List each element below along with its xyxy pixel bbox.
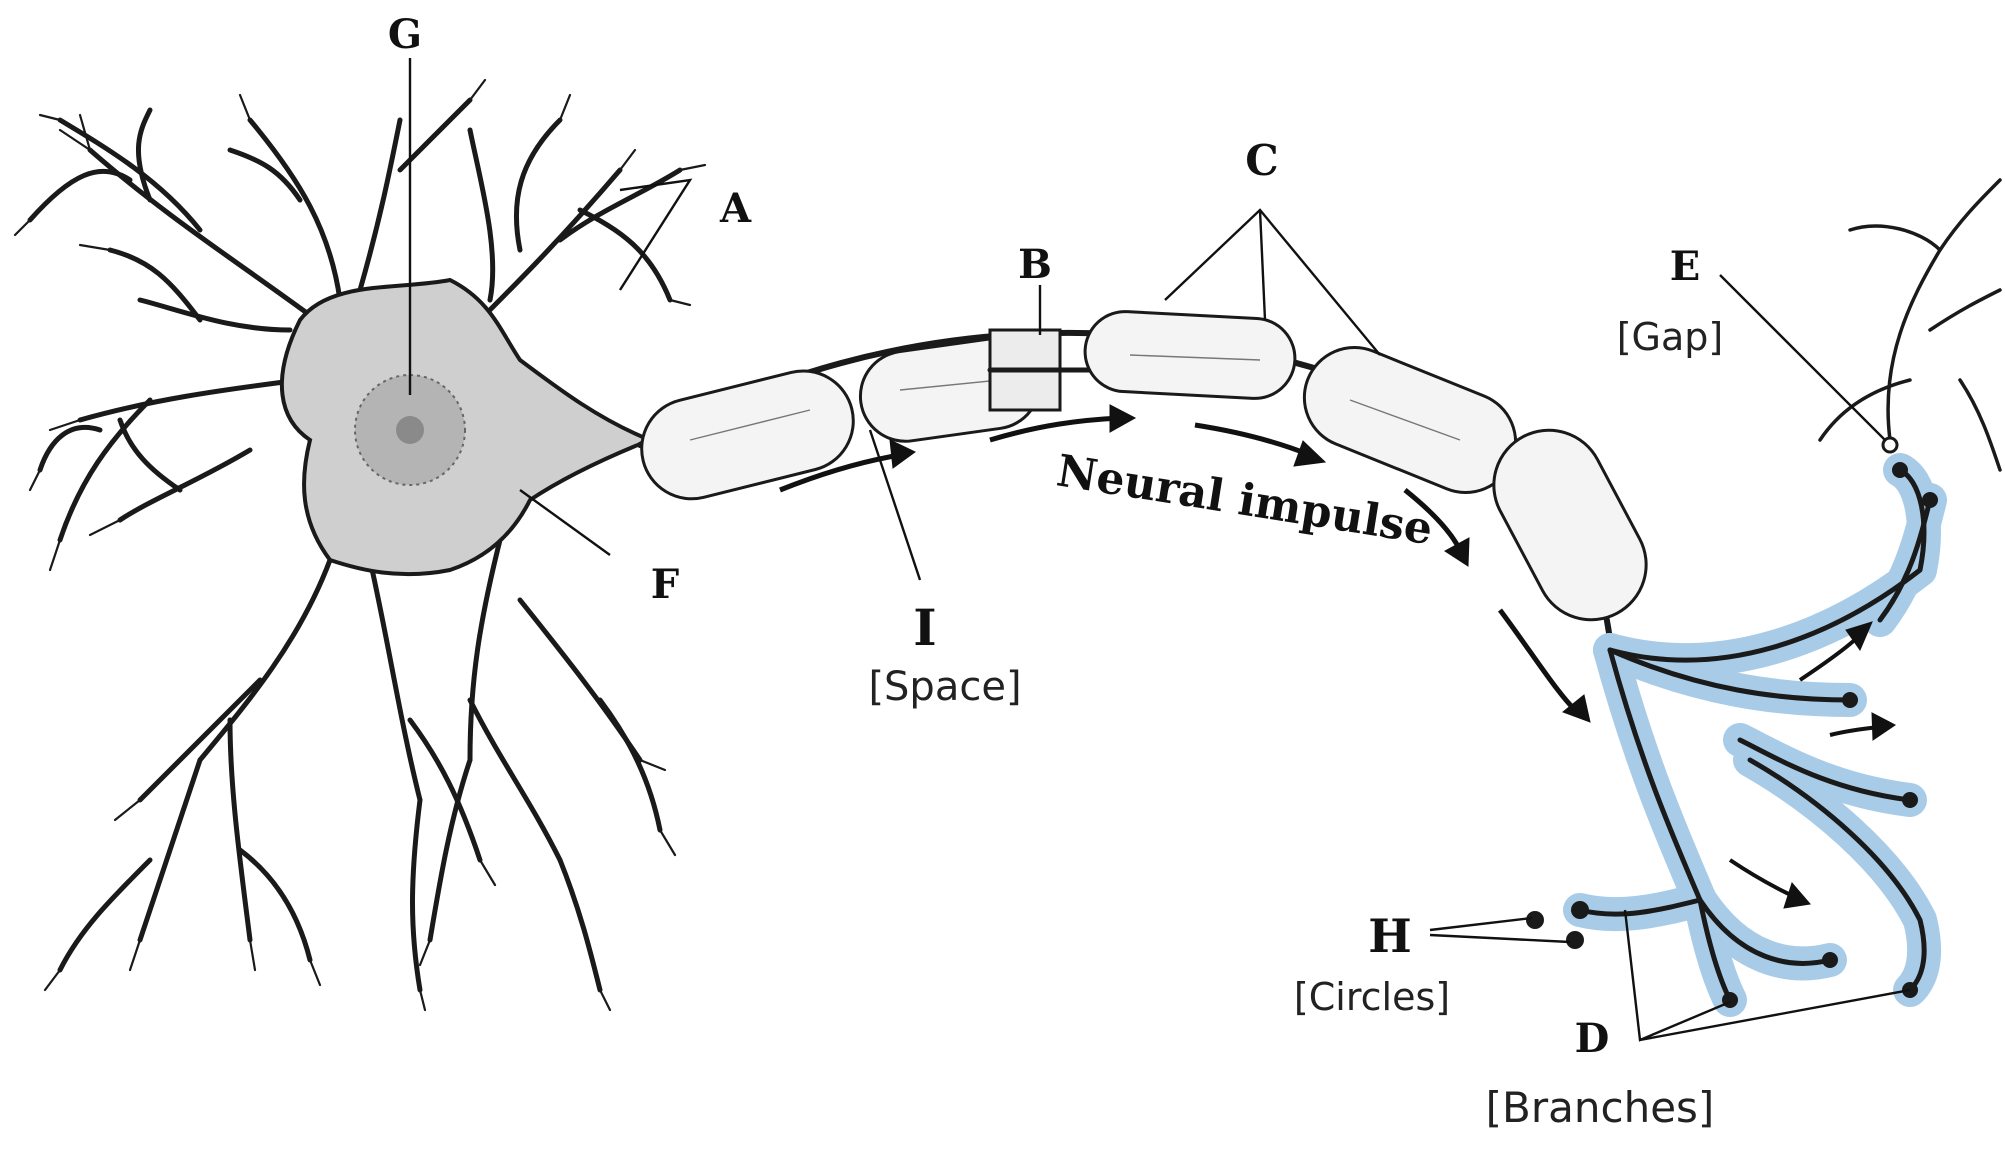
impulse-arrows <box>779 404 1896 909</box>
leader-h-bottom <box>1429 933 1571 944</box>
arrow-head <box>1871 712 1896 741</box>
synaptic-knob <box>1842 692 1858 708</box>
leader-lines <box>408 58 1911 1042</box>
label-g: G <box>388 11 422 58</box>
synaptic-knob <box>1892 462 1908 478</box>
synaptic-knobs <box>1526 462 1938 1008</box>
myelin-segment-1 <box>640 369 855 501</box>
leader-f <box>519 489 611 556</box>
arrow-head <box>889 439 916 469</box>
arrow-head <box>1845 621 1873 652</box>
label-h: H <box>1368 909 1411 963</box>
leader-a <box>618 178 693 291</box>
arrow-head <box>1293 440 1327 467</box>
leader-h-top <box>1429 916 1533 932</box>
leader-i <box>868 429 922 581</box>
label-e: E <box>1670 243 1701 290</box>
label-d: D <box>1575 1015 1610 1062</box>
space-note: [Space] <box>868 664 1021 710</box>
myelin-stripe-3 <box>1129 354 1261 361</box>
synaptic-knob <box>1902 792 1918 808</box>
branches-note: [Branches] <box>1486 1083 1715 1132</box>
leader-c-mid <box>1258 209 1267 321</box>
label-c: C <box>1245 136 1278 185</box>
dendrites <box>27 97 683 993</box>
label-i: I <box>913 598 936 657</box>
myelin-stripe-4 <box>1349 399 1461 441</box>
myelin-stripe-2 <box>899 379 1001 391</box>
leader-e <box>1719 274 1886 441</box>
part-labels: G A B C E F D H I <box>388 11 1700 1062</box>
leader-d-right <box>1639 988 1911 1042</box>
arrow-head <box>1109 404 1137 433</box>
arrow-head <box>1783 881 1811 909</box>
synaptic-knob <box>1571 901 1589 919</box>
arrow-head <box>1562 694 1591 723</box>
synaptic-knob <box>1526 911 1544 929</box>
label-b: B <box>1018 241 1052 288</box>
synaptic-knob <box>1822 952 1838 968</box>
myelin-sheath <box>640 310 1648 622</box>
arrow-head <box>1444 537 1470 567</box>
myelin-segment-3 <box>1083 310 1297 400</box>
gap-note: [Gap] <box>1617 315 1724 359</box>
myelin-segment-5 <box>1492 428 1648 622</box>
receiving-dendrite-tip <box>1881 436 1899 454</box>
synaptic-knob <box>1566 931 1584 949</box>
synaptic-knob <box>1922 492 1938 508</box>
axon-terminal <box>1577 467 1933 1003</box>
label-f: F <box>651 561 679 608</box>
cell-body <box>279 277 656 577</box>
circles-note: [Circles] <box>1294 975 1450 1019</box>
label-a: A <box>719 185 752 232</box>
receiving-neuron-dendrites <box>1818 178 2002 472</box>
fine-dendrites <box>13 78 707 1012</box>
nucleolus <box>396 416 424 444</box>
myelin-stripe-1 <box>689 409 811 441</box>
